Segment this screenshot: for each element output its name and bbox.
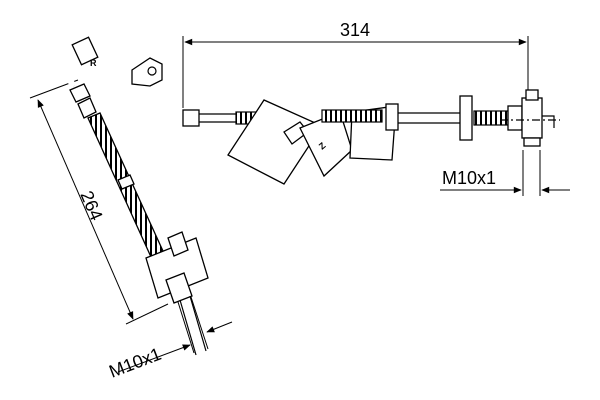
right-washer [459,95,473,141]
bent-pipe-inner [57,16,186,118]
hose-coil-b [321,109,383,123]
right-end-nut [507,105,523,131]
fitting-sleeve-upper [77,97,97,119]
extension-line-bottom [125,303,169,325]
dimension-horizontal: 314 [182,20,529,108]
fitting-right-end [500,89,560,147]
right-end-body [521,97,543,139]
thread-dimension-right: M10x1 [440,150,570,196]
angled-hose-coil [87,112,169,269]
thread-arrow-left-b [206,321,233,333]
right-fitting-collar [385,103,399,131]
fitting-upper-left [69,83,97,119]
side-mark-label: R [90,58,97,68]
middle-bracket-mark: Z [317,140,328,152]
lower-pipe-edge-1 [179,299,197,356]
right-end-cap [525,89,539,101]
dimension-angled: 264 [29,79,169,325]
dimension-label-264: 264 [76,188,106,223]
fitting-nut-upper [69,83,91,103]
lower-bracket-tab [167,231,189,257]
pipe-clip-hole [147,66,157,76]
pipe-clip [131,57,163,87]
thread-label-right: M10x1 [442,168,496,188]
dimension-line-264 [37,99,134,320]
right-end-thread [523,137,541,147]
angled-hose-ring [117,174,135,190]
bracket-r-body [71,36,99,66]
thread-arrow-left-a [117,344,191,373]
lower-fitting-nut [165,272,193,304]
thread-ext-left-2 [190,296,209,350]
dimension-label-314: 314 [340,20,370,40]
lower-bracket [145,231,209,356]
thread-label-left: M10x1 [106,344,164,382]
pipe-clip-body [131,57,163,87]
fitting-horizontal-left [182,109,200,127]
lower-pipe-edge-2 [189,295,207,352]
thread-dimension-left: M10x1 [106,296,233,382]
thread-ext-left-1 [177,301,195,354]
bracket-r: R [71,36,99,68]
brake-hose: R [57,16,560,356]
right-end-bleeder [542,115,555,128]
hose-coil-c [473,110,509,126]
